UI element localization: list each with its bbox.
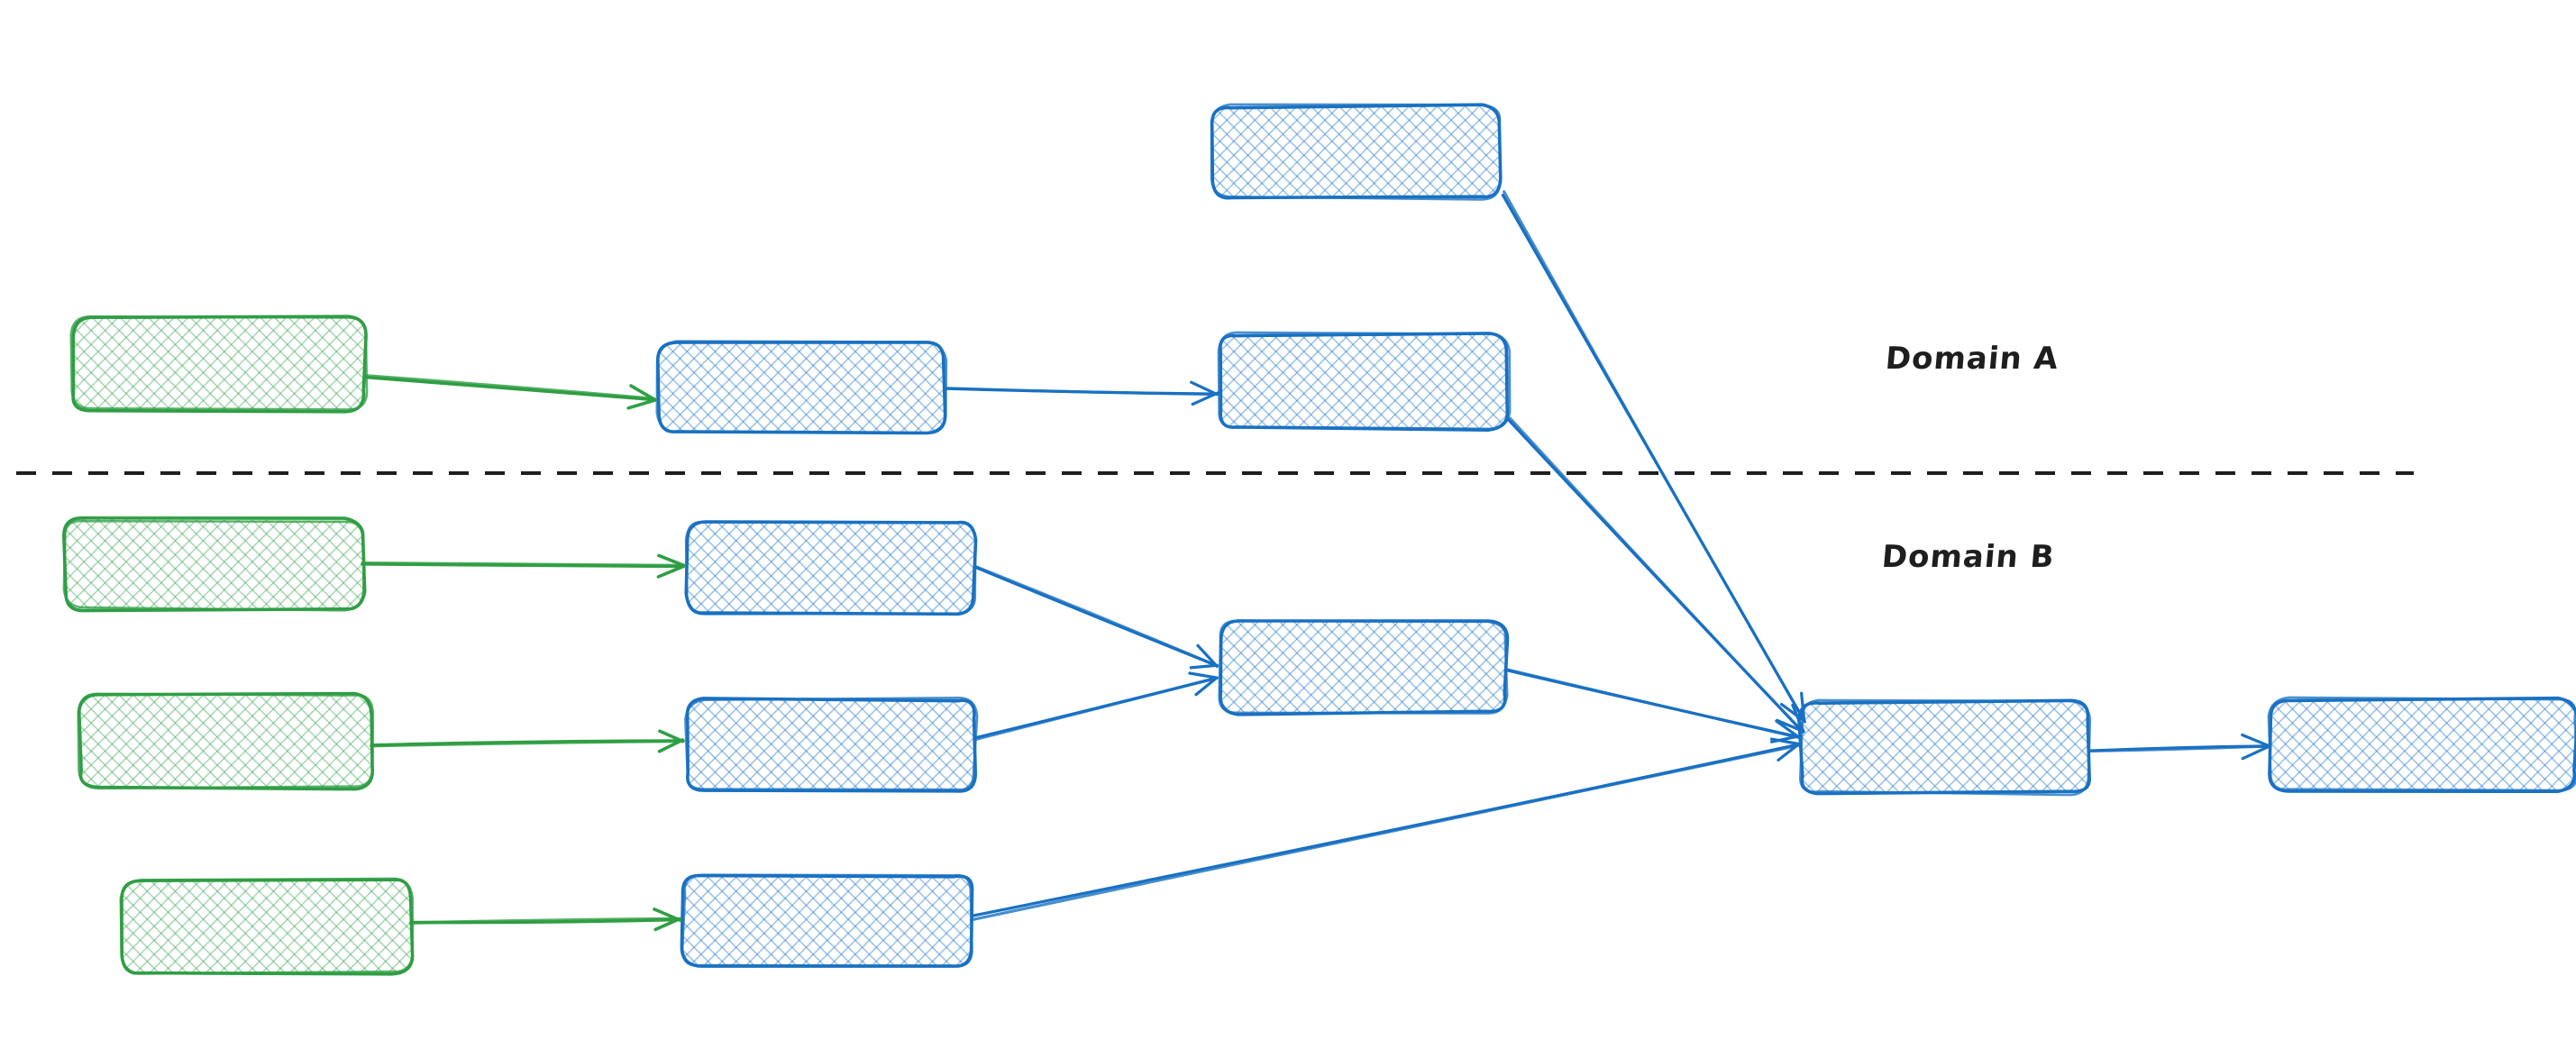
node-b-proc-1[interactable] [684,520,978,616]
edge-b-src-3-to-b-proc-3 [408,908,681,932]
edge-a-top-to-b-hub [1501,190,1807,724]
edge-b-src-2-to-b-proc-2 [370,729,685,753]
node-a-top[interactable] [1210,103,1503,201]
edge-b-proc-1-to-b-merge [973,565,1219,670]
lane-label-domain-a: Domain A [1884,341,2060,377]
node-a-right[interactable] [1217,331,1512,432]
node-b-proc-2[interactable] [684,696,979,793]
edge-a-mid-to-a-right [943,380,1219,406]
node-b-src-3[interactable] [119,877,415,976]
node-a-src[interactable] [69,315,369,414]
lane-label-domain-b: Domain B [1880,539,2057,575]
node-b-src-1[interactable] [62,516,367,613]
edge-b-proc-2-to-b-merge [973,671,1219,742]
node-b-hub[interactable] [1797,698,2092,797]
edge-a-src-to-a-mid [364,374,657,410]
node-b-proc-3[interactable] [680,873,974,968]
edge-b-proc-3-to-b-hub [969,737,1802,922]
edge-b-merge-to-b-hub [1503,668,1801,743]
node-a-mid[interactable] [655,340,948,435]
node-b-out[interactable] [2267,696,2576,794]
edge-b-src-1-to-b-proc-1 [361,553,686,579]
node-b-src-2[interactable] [77,691,375,791]
edge-a-right-to-b-hub [1505,416,1805,734]
node-b-merge[interactable] [1218,619,1510,716]
edge-b-hub-to-b-out [2087,733,2270,761]
